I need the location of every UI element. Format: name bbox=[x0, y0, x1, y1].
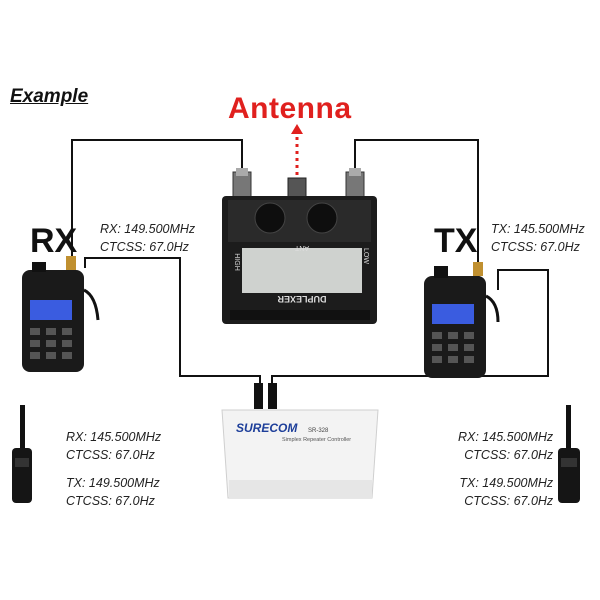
duplexer-port-ant: ANT bbox=[294, 244, 309, 251]
left-handheld-rx: RX: 145.500MHz bbox=[66, 430, 162, 444]
right-handheld-rx: RX: 145.500MHz bbox=[458, 430, 554, 444]
rx-label: RX bbox=[30, 222, 78, 260]
right-handheld-rx-ctcss: CTCSS: 67.0Hz bbox=[464, 448, 554, 462]
duplexer-port-low: LOW bbox=[362, 248, 369, 264]
antenna-label: Antenna bbox=[228, 92, 352, 125]
diagram-title: Example bbox=[10, 86, 89, 107]
controller-model: SR-328 bbox=[308, 428, 329, 434]
left-handheld-tx: TX: 149.500MHz bbox=[66, 476, 160, 490]
rx-radio-settings: RX: 149.500MHz CTCSS: 67.0Hz bbox=[100, 220, 195, 256]
right-handheld-tx-ctcss: CTCSS: 67.0Hz bbox=[464, 494, 554, 508]
right-handheld-tx: TX: 149.500MHz bbox=[459, 476, 554, 490]
rx-radio-ctcss: CTCSS: 67.0Hz bbox=[100, 240, 189, 254]
duplexer-port-high: HIGH bbox=[233, 253, 240, 271]
tx-radio-settings: TX: 145.500MHz CTCSS: 67.0Hz bbox=[491, 220, 585, 256]
controller-brand: SURECOM bbox=[236, 421, 298, 435]
tx-label: TX bbox=[434, 222, 478, 260]
controller-subtitle: Simplex Repeater Controller bbox=[282, 437, 351, 443]
rx-radio-freq: RX: 149.500MHz bbox=[100, 222, 196, 236]
left-handheld-tx-ctcss: CTCSS: 67.0Hz bbox=[66, 494, 155, 508]
tx-radio-freq: TX: 145.500MHz bbox=[491, 222, 585, 236]
tx-radio-ctcss: CTCSS: 67.0Hz bbox=[491, 240, 580, 254]
right-handheld-settings: RX: 145.500MHz CTCSS: 67.0Hz TX: 149.500… bbox=[458, 428, 553, 510]
left-handheld-settings: RX: 145.500MHz CTCSS: 67.0Hz TX: 149.500… bbox=[66, 428, 161, 510]
left-handheld-rx-ctcss: CTCSS: 67.0Hz bbox=[66, 448, 155, 462]
duplexer-name: DUPLEXER bbox=[277, 294, 327, 304]
